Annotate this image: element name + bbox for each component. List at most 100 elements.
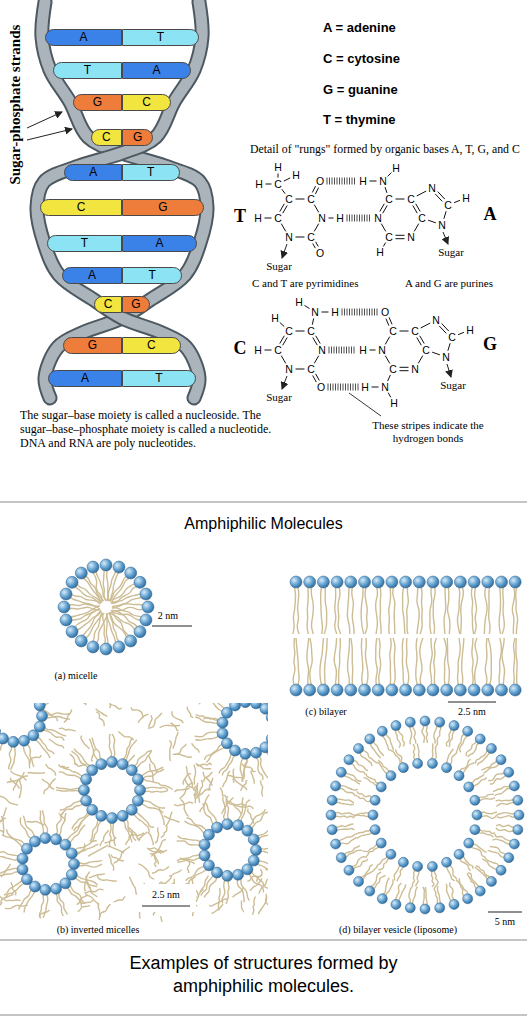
lipid-head: [290, 576, 302, 588]
lipid-tail: [80, 900, 93, 903]
lipid-head: [413, 861, 423, 871]
base-segment: T: [122, 29, 199, 46]
separator-line: [0, 1015, 527, 1016]
lipid-tail: [11, 778, 20, 789]
lipid-head: [370, 795, 380, 805]
lipid-tail: [293, 586, 296, 634]
hydrogen-bond-stripe: [349, 309, 350, 316]
lipid-head: [496, 684, 508, 696]
lipid-tail: [222, 798, 234, 814]
lipid-head: [413, 576, 425, 588]
lipid-tail: [23, 816, 34, 837]
lipid-head: [376, 782, 386, 792]
lipid-tail: [118, 732, 134, 740]
lipid-tail: [103, 613, 106, 645]
lipid-head: [486, 744, 496, 754]
lipid-head: [0, 733, 9, 744]
hydrogen-bond-stripe: [352, 309, 353, 316]
lipid-tail: [160, 725, 180, 727]
lipid-tail: [123, 820, 132, 842]
lipid-tail: [497, 816, 515, 818]
lipid-tail: [437, 726, 441, 744]
separator-line: [0, 940, 527, 941]
lipid-tail: [30, 755, 41, 764]
lipid-tail: [226, 880, 229, 904]
lipid-tail: [64, 709, 72, 722]
lipid-tail: [169, 870, 182, 876]
lipid-tail: [409, 886, 413, 904]
lipid-tail: [336, 829, 354, 831]
lipid-tail: [334, 638, 336, 686]
lipid-tail: [413, 744, 415, 760]
lipid-tail: [502, 586, 504, 634]
lipid-head: [317, 684, 329, 696]
lipid-tail: [386, 734, 394, 750]
lipid-tail: [113, 822, 116, 846]
lipid-tail: [200, 876, 209, 892]
lipid-head: [17, 864, 28, 875]
lipid-tail: [335, 812, 353, 815]
lipid-tail: [69, 825, 85, 843]
lipid-tail: [59, 813, 66, 836]
chemical-bond: [385, 356, 389, 364]
lipid-head: [405, 717, 415, 727]
lipid-head: [354, 744, 364, 754]
atom-symbol: N: [381, 381, 389, 393]
lipid-head: [365, 886, 375, 896]
lipid-head: [454, 576, 466, 588]
lipid-tail: [42, 810, 47, 834]
lipid-head: [365, 734, 375, 744]
lipid-tail: [10, 771, 26, 781]
hydrogen-bond-stripe: [336, 347, 337, 354]
lipid-tail: [310, 638, 312, 686]
lipid-tail: [126, 830, 133, 845]
lipid-head: [135, 785, 146, 796]
lipid-tail: [111, 594, 141, 604]
hydrogen-bond-stripe: [358, 384, 359, 391]
lipid-head: [217, 717, 228, 728]
lipid-tail: [169, 740, 171, 761]
lipid-tail: [43, 730, 64, 741]
hydrogen-bond-stripe: [329, 347, 330, 354]
lipid-tail: [474, 586, 476, 634]
chemical-bond: [370, 350, 376, 351]
lipid-head: [359, 576, 371, 588]
lipid-head: [134, 626, 146, 638]
lipid-tail: [209, 899, 227, 906]
lipid-tail: [6, 829, 24, 845]
lipid-tail: [351, 764, 365, 775]
hydrogen-bond-stripe: [333, 384, 334, 391]
lipid-tail: [376, 586, 378, 634]
lipid-head: [203, 860, 214, 871]
lipid-tail: [363, 750, 376, 762]
lipid-tail: [460, 859, 470, 871]
lipid-head: [496, 865, 506, 875]
chemical-bond: [414, 224, 418, 232]
hydrogen-bond-stripe: [346, 347, 347, 354]
lipid-tail: [187, 818, 207, 831]
lipid-tail: [513, 638, 515, 686]
base-segment: C: [122, 337, 181, 354]
lipid-head: [496, 576, 508, 588]
base-letter: A: [89, 166, 97, 178]
lipid-head: [140, 614, 152, 626]
lipid-tail: [56, 893, 64, 916]
lipid-tail: [228, 775, 244, 778]
chemical-bond: [265, 350, 272, 351]
base-segment: T: [122, 370, 196, 387]
lipid-tail: [46, 764, 56, 776]
lipid-head: [251, 747, 262, 758]
lipid-tail: [111, 854, 124, 860]
hydrogen-bond-stripe: [327, 178, 328, 185]
lipid-tail: [347, 586, 349, 634]
lipid-tail: [88, 845, 108, 856]
hydrogen-bond-stripe: [339, 347, 340, 354]
atom-symbol: N: [407, 231, 415, 243]
lipid-tail: [344, 776, 360, 784]
lipid-head: [60, 614, 72, 626]
lipid-tail: [96, 712, 104, 726]
lipid-head: [464, 838, 474, 848]
lipid-head: [345, 684, 357, 696]
lipid-tail: [259, 756, 268, 778]
lipid-head: [454, 771, 464, 781]
